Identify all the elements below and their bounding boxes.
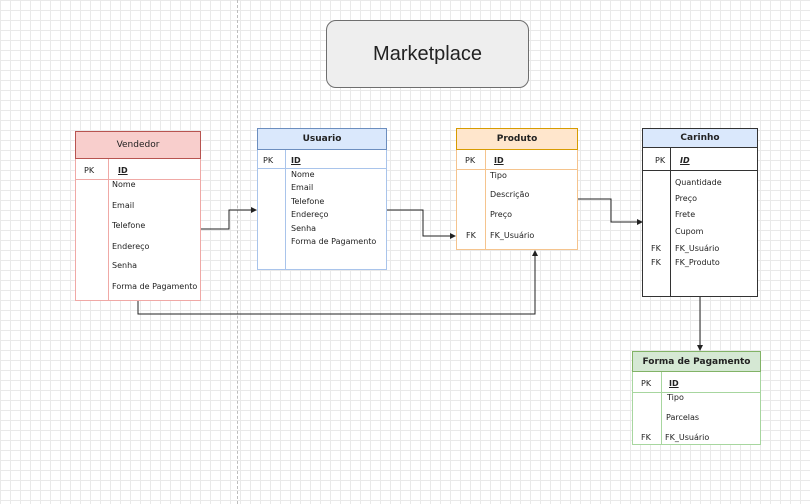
connector-vendedor-produto [137, 250, 538, 315]
field-fk-usuario: FK_Usuário [665, 433, 710, 442]
field-fk-produto: FK_Produto [675, 258, 720, 267]
id-field: ID [494, 156, 504, 165]
field-preco: Preço [675, 194, 698, 203]
field-senha: Senha [112, 261, 138, 270]
fk-label: FK [641, 433, 651, 442]
field-frete: Frete [675, 210, 696, 219]
field-senha: Senha [291, 224, 317, 233]
entity-produto[interactable]: Produto PK ID Tipo Descrição Preço FK FK… [456, 128, 578, 250]
entity-vendedor[interactable]: Vendedor PK ID Nome Email Telefone Ender… [75, 131, 201, 301]
field-tipo: Tipo [490, 171, 507, 180]
divider [285, 150, 286, 269]
field-endereco: Endereço [291, 210, 329, 219]
entity-forma-pagamento-body: PK ID Tipo Parcelas FK FK_Usuário [632, 372, 761, 445]
field-telefone: Telefone [291, 197, 325, 206]
fk-label: FK [651, 258, 661, 267]
field-nome: Nome [291, 170, 315, 179]
page-divider [237, 0, 238, 504]
divider [76, 179, 200, 180]
entity-carinho-title: Carinho [680, 133, 720, 143]
entity-usuario-title: Usuario [302, 134, 342, 144]
fk-label: FK [651, 244, 661, 253]
field-preco: Preço [490, 210, 513, 219]
field-quantidade: Quantidade [675, 178, 722, 187]
entity-usuario-body: PK ID Nome Email Telefone Endereço Senha… [257, 150, 387, 270]
id-field: ID [680, 156, 690, 165]
field-email: Email [291, 183, 314, 192]
field-forma-pagamento: Forma de Pagamento [291, 237, 377, 246]
field-endereco: Endereço [112, 242, 150, 251]
entity-forma-pagamento[interactable]: Forma de Pagamento PK ID Tipo Parcelas F… [632, 351, 761, 445]
entity-vendedor-header: Vendedor [75, 131, 201, 159]
id-field: ID [669, 379, 679, 388]
divider [485, 150, 486, 249]
field-tipo: Tipo [667, 393, 684, 402]
entity-forma-pagamento-title: Forma de Pagamento [642, 356, 751, 367]
pk-label: PK [655, 156, 666, 165]
pk-label: PK [641, 379, 652, 388]
entity-forma-pagamento-header: Forma de Pagamento [632, 351, 761, 372]
entity-carinho-header: Carinho [642, 128, 758, 148]
marketplace-title-text: Marketplace [373, 42, 482, 65]
divider [258, 168, 386, 169]
divider [661, 372, 662, 444]
field-cupom: Cupom [675, 227, 704, 236]
divider [633, 392, 760, 393]
pk-label: PK [84, 166, 95, 175]
pk-label: PK [465, 156, 476, 165]
entity-produto-title: Produto [496, 134, 538, 144]
divider [670, 148, 671, 296]
pk-label: PK [263, 156, 274, 165]
entity-usuario[interactable]: Usuario PK ID Nome Email Telefone Endere… [257, 128, 387, 270]
entity-carinho[interactable]: Carinho PK ID Quantidade Preço Frete Cup… [642, 128, 758, 297]
field-fk-usuario: FK_Usuário [675, 244, 720, 253]
field-telefone: Telefone [112, 221, 146, 230]
field-parcelas: Parcelas [666, 413, 700, 422]
entity-vendedor-body: PK ID Nome Email Telefone Endereço Senha… [75, 159, 201, 301]
id-field: ID [118, 166, 128, 175]
id-field: ID [291, 156, 301, 165]
field-nome: Nome [112, 180, 136, 189]
marketplace-title[interactable]: Marketplace [326, 20, 529, 88]
connector-vendedor-usuario [201, 207, 257, 230]
entity-produto-body: PK ID Tipo Descrição Preço FK FK_Usuário [456, 150, 578, 250]
field-forma-pagamento: Forma de Pagamento [112, 282, 198, 291]
fk-label: FK [466, 231, 476, 240]
field-fk-usuario: FK_Usuário [490, 231, 535, 240]
connector-usuario-produto [387, 209, 456, 239]
connector-produto-carinho [578, 198, 643, 225]
entity-carinho-body: PK ID Quantidade Preço Frete Cupom FK FK… [642, 148, 758, 297]
divider [457, 169, 577, 170]
entity-usuario-header: Usuario [257, 128, 387, 150]
entity-vendedor-title: Vendedor [116, 140, 160, 150]
entity-produto-header: Produto [456, 128, 578, 150]
divider [643, 170, 757, 171]
field-descricao: Descrição [490, 190, 530, 199]
divider [108, 159, 109, 300]
field-email: Email [112, 201, 135, 210]
